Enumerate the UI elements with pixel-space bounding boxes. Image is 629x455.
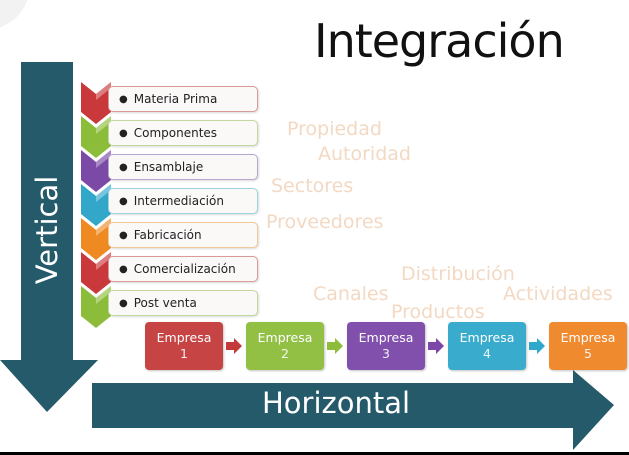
chain-step-label: Intermediación (133, 194, 224, 208)
arrow-right-icon (428, 338, 444, 354)
company-label: Empresa (156, 330, 212, 345)
company-label: Empresa (257, 330, 313, 345)
chain-step: ● Materia Prima (108, 86, 258, 112)
bullet-icon: ● (119, 229, 128, 241)
vertical-arrow (0, 62, 98, 412)
word-propiedad: Propiedad (287, 118, 382, 140)
arrow-right-icon (226, 338, 242, 354)
company-label: Empresa (459, 330, 515, 345)
chevron-down-icon (81, 150, 111, 192)
company-number: 1 (180, 346, 188, 361)
word-actividades: Actividades (503, 283, 613, 305)
chevron-down-icon (81, 116, 111, 158)
word-productos: Productos (391, 301, 485, 323)
chevron-down-icon (81, 252, 111, 294)
company-number: 3 (382, 346, 390, 361)
chevron-down-icon (81, 286, 111, 328)
arrow-right-icon (529, 338, 545, 354)
chain-step: ● Intermediación (108, 188, 258, 214)
word-distribucion: Distribución (401, 263, 515, 285)
chain-step-label: Ensamblaje (133, 160, 204, 174)
word-sectores: Sectores (271, 175, 354, 197)
bullet-icon: ● (119, 297, 128, 309)
chain-step: ● Comercialización (108, 256, 258, 282)
arrow-right-icon (327, 338, 343, 354)
chain-step: ● Fabricación (108, 222, 258, 248)
chain-step-label: Componentes (133, 126, 218, 140)
chevron-down-icon (81, 184, 111, 226)
horizontal-label: Horizontal (262, 386, 411, 420)
word-proveedores: Proveedores (266, 211, 384, 233)
horizontal-arrow (92, 370, 614, 450)
word-autoridad: Autoridad (318, 143, 411, 165)
bullet-icon: ● (119, 161, 128, 173)
chain-step-label: Post venta (133, 296, 197, 310)
company-number: 2 (281, 346, 289, 361)
company-label: Empresa (358, 330, 414, 345)
company-label: Empresa (560, 330, 616, 345)
chain-step-label: Fabricación (133, 228, 202, 242)
chain-step-label: Materia Prima (133, 92, 218, 106)
vertical-label: Vertical (30, 175, 64, 285)
chain-step: ● Post venta (108, 290, 258, 316)
chain-step: ● Ensamblaje (108, 154, 258, 180)
chain-step: ● Componentes (108, 120, 258, 146)
bullet-icon: ● (119, 195, 128, 207)
bottom-bar (0, 452, 629, 455)
chevron-down-icon (81, 218, 111, 260)
bullet-icon: ● (119, 127, 128, 139)
company-number: 5 (584, 346, 592, 361)
slide-title: Integración (314, 14, 565, 68)
company-number: 4 (483, 346, 491, 361)
word-canales: Canales (313, 283, 389, 305)
bullet-icon: ● (119, 93, 128, 105)
chain-step-label: Comercialización (133, 262, 236, 276)
chevron-down-icon (81, 82, 111, 124)
bullet-icon: ● (119, 263, 128, 275)
